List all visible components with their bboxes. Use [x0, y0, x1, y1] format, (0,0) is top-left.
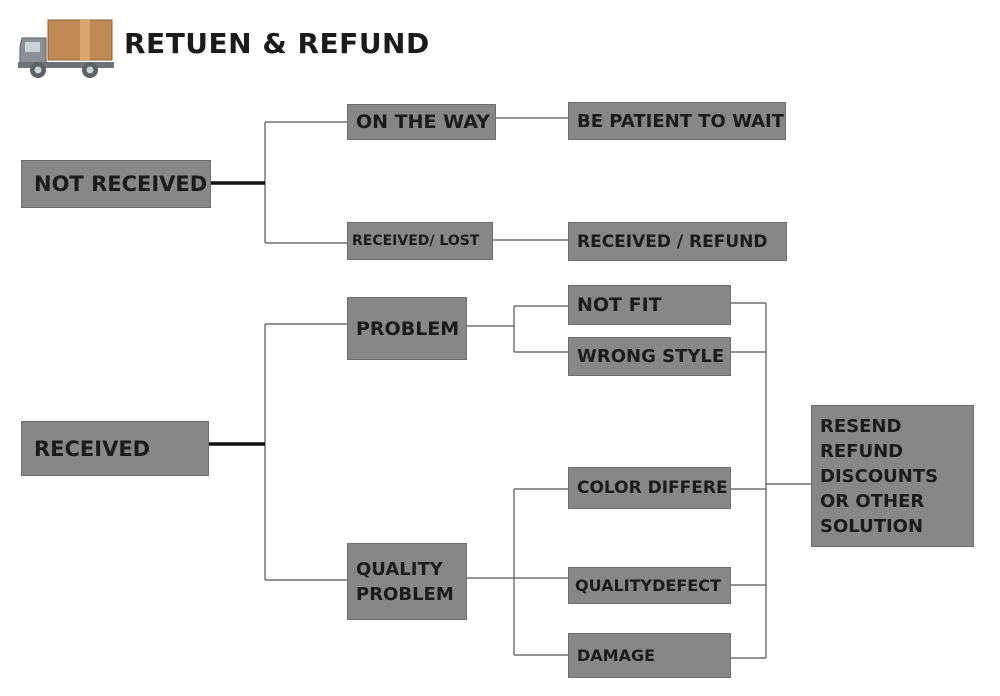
- truck-icon: [18, 19, 114, 78]
- node-solution: RESEND REFUND DISCOUNTS OR OTHER SOLUTIO…: [811, 405, 974, 547]
- node-received: RECEIVED: [21, 421, 209, 476]
- page-title: RETUEN & REFUND: [124, 27, 430, 60]
- node-not-fit: NOT FIT: [568, 285, 731, 325]
- node-on-the-way: ON THE WAY: [347, 104, 496, 140]
- node-damage: DAMAGE: [568, 633, 731, 678]
- node-color-differe: COLOR DIFFERE: [568, 467, 731, 509]
- node-received-lost: RECEIVED/ LOST: [347, 222, 493, 260]
- node-wrong-style: WRONG STYLE: [568, 337, 731, 376]
- node-problem: PROBLEM: [347, 297, 467, 360]
- node-quality-problem: QUALITY PROBLEM: [347, 543, 467, 620]
- node-received-refund: RECEIVED / REFUND: [568, 222, 787, 261]
- node-be-patient-to-wait: BE PATIENT TO WAIT: [568, 102, 786, 140]
- node-not-received: NOT RECEIVED: [21, 160, 211, 208]
- node-quality-defect: QUALITYDEFECT: [568, 567, 731, 604]
